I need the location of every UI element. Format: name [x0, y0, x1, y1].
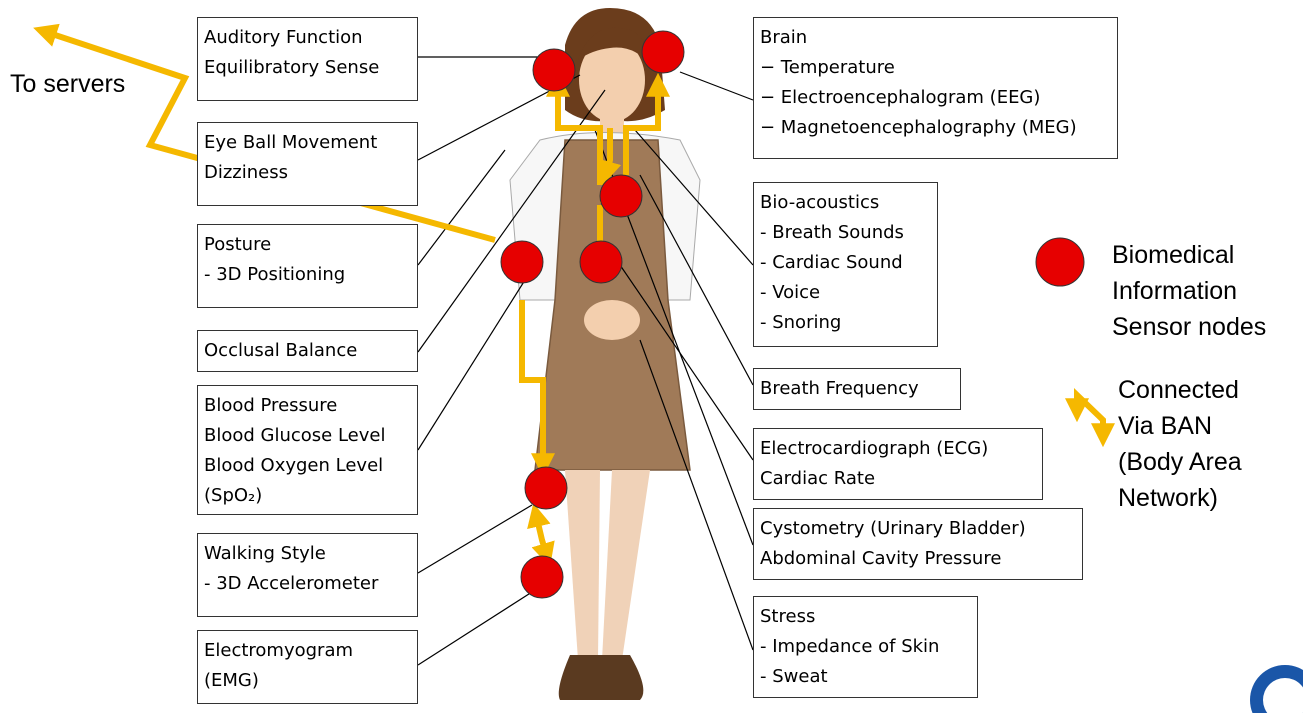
label-stress: Stress- Impedance of Skin - Sweat: [753, 596, 978, 698]
logo-icon: [1250, 665, 1303, 713]
label-occlusal: Occlusal Balance: [197, 330, 418, 372]
label-ecg: Electrocardiograph (ECG)Cardiac Rate: [753, 428, 1043, 500]
label-breath-frequency: Breath Frequency: [753, 368, 961, 410]
legend-ban-icon: [1077, 395, 1103, 440]
label-walking: Walking Style- 3D Accelerometer: [197, 533, 418, 617]
label-emg: Electromyogram(EMG): [197, 630, 418, 704]
label-bioacoustics: Bio-acoustics- Breath Sounds - Cardiac S…: [753, 182, 938, 347]
legend-ban-label: Connected Via BAN (Body Area Network): [1118, 372, 1242, 516]
label-posture: Posture- 3D Positioning: [197, 224, 418, 308]
label-cystometry: Cystometry (Urinary Bladder)Abdominal Ca…: [753, 508, 1083, 580]
label-brain: Brain− Temperature − Electroencephalogra…: [753, 17, 1118, 159]
to-servers-label: To servers: [10, 70, 125, 99]
legend-sensor-label: Biomedical Information Sensor nodes: [1112, 237, 1266, 345]
legend-sensor-icon: [1036, 238, 1084, 286]
